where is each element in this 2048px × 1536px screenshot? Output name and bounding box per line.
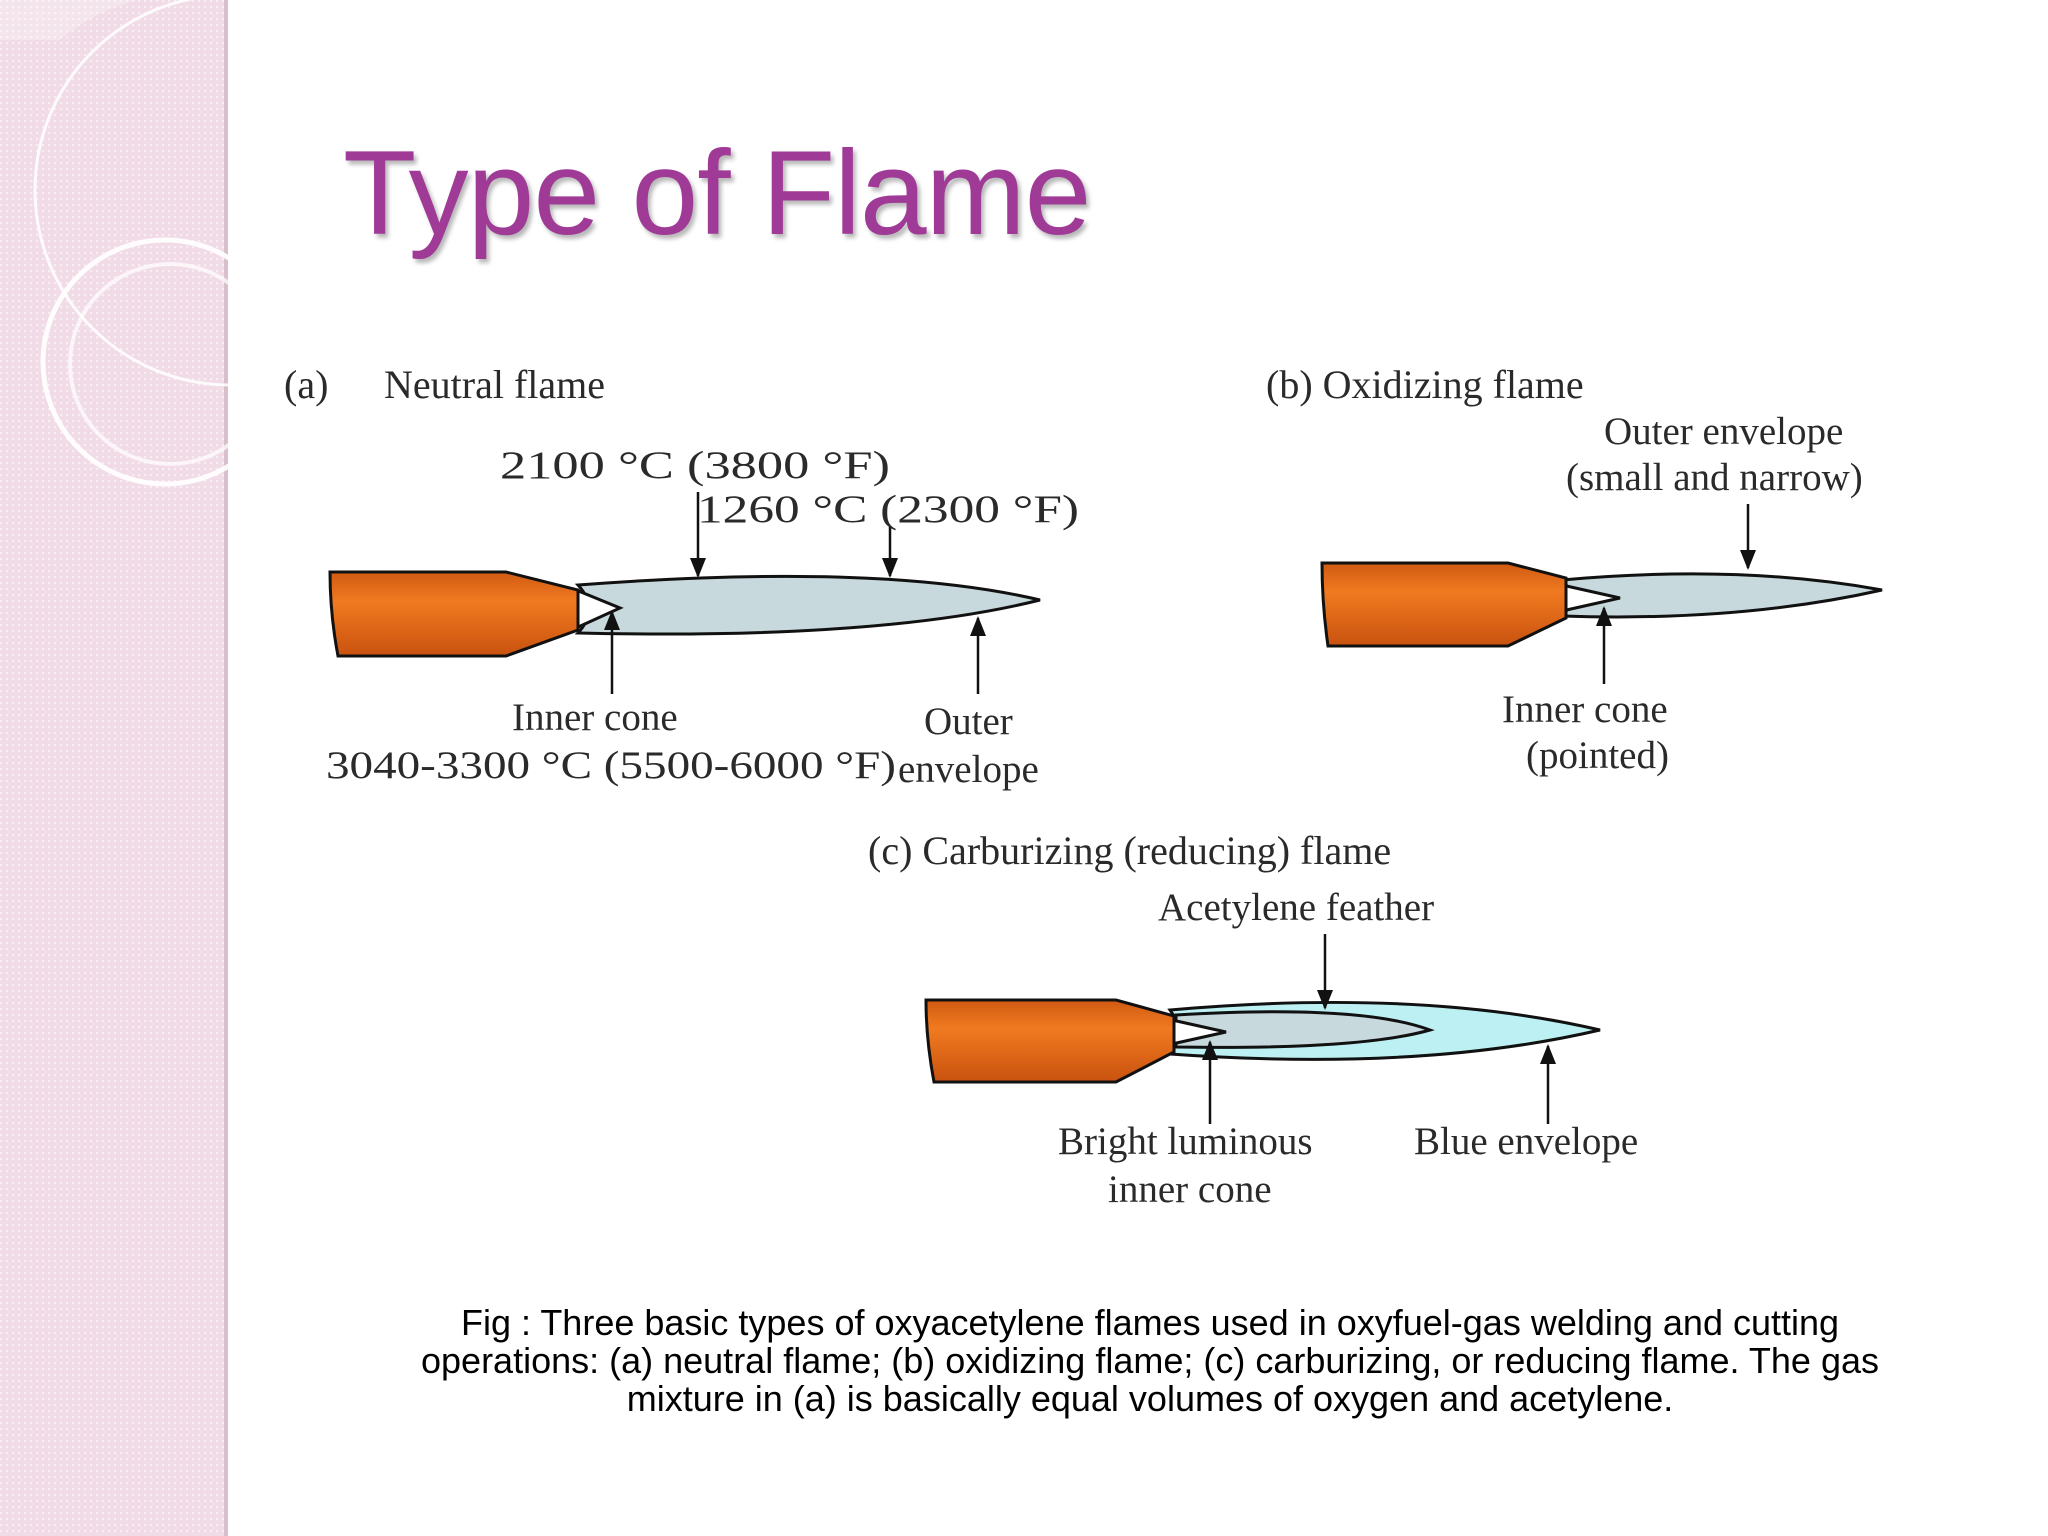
oxidizing-outer-label-2: (small and narrow)	[1566, 456, 1863, 499]
panel-oxidizing-flame: (b) Oxidizing flame Outer envelope (smal…	[1266, 362, 1883, 777]
caption-line: Fig : Three basic types of oxyacetylene …	[460, 1302, 1840, 1343]
neutral-outer-label-1: Outer	[924, 700, 1013, 743]
carburizing-torch-tip	[924, 998, 1176, 1084]
caption-line: operations: (a) neutral flame; (b) oxidi…	[421, 1340, 1879, 1381]
oxidizing-outer-label-1: Outer envelope	[1604, 410, 1843, 453]
neutral-torch-tip	[328, 570, 580, 658]
slide-title: Type of Flame	[343, 126, 1091, 260]
carburizing-bright-label-1: Bright luminous	[1058, 1120, 1313, 1163]
figure-caption: Fig : Three basic types of oxyacetylene …	[320, 1304, 1980, 1418]
neutral-outer-label-2: envelope	[898, 748, 1039, 791]
oxidizing-inner-label-1: Inner cone	[1502, 688, 1668, 731]
oxidizing-torch-tip	[1320, 561, 1568, 648]
panel-neutral-flame: (a) Neutral flame 2100 °C (3800 °F) 1260…	[284, 362, 1079, 791]
panel-a-title: Neutral flame	[384, 362, 605, 407]
oxidizing-inner-cone	[1561, 583, 1621, 613]
carburizing-acetylene-feather	[1174, 1010, 1435, 1049]
carburizing-blue-label: Blue envelope	[1414, 1120, 1638, 1163]
carburizing-bright-label-2: inner cone	[1108, 1168, 1272, 1211]
panel-c-title: (c) Carburizing (reducing) flame	[868, 828, 1391, 873]
caption-line: mixture in (a) is basically equal volume…	[626, 1378, 1674, 1419]
neutral-temp-top-1: 2100 °C (3800 °F)	[500, 444, 890, 487]
decorative-sidebar	[0, 0, 427, 1536]
carburizing-feather-label: Acetylene feather	[1158, 886, 1434, 929]
panel-carburizing-flame: (c) Carburizing (reducing) flame Acetyle…	[868, 828, 1638, 1211]
neutral-inner-temp: 3040-3300 °C (5500-6000 °F)	[326, 744, 896, 787]
carburizing-inner-cone	[1171, 1018, 1227, 1046]
sidebar-circles-decoration	[0, 0, 427, 487]
panel-a-tag: (a)	[284, 362, 328, 407]
neutral-outer-envelope	[574, 574, 1041, 636]
oxidizing-inner-label-2: (pointed)	[1526, 734, 1669, 777]
panel-b-title: (b) Oxidizing flame	[1266, 362, 1584, 407]
neutral-temp-top-2: 1260 °C (2300 °F)	[697, 488, 1079, 531]
neutral-inner-cone	[575, 588, 624, 630]
neutral-inner-cone-label: Inner cone	[512, 696, 678, 739]
